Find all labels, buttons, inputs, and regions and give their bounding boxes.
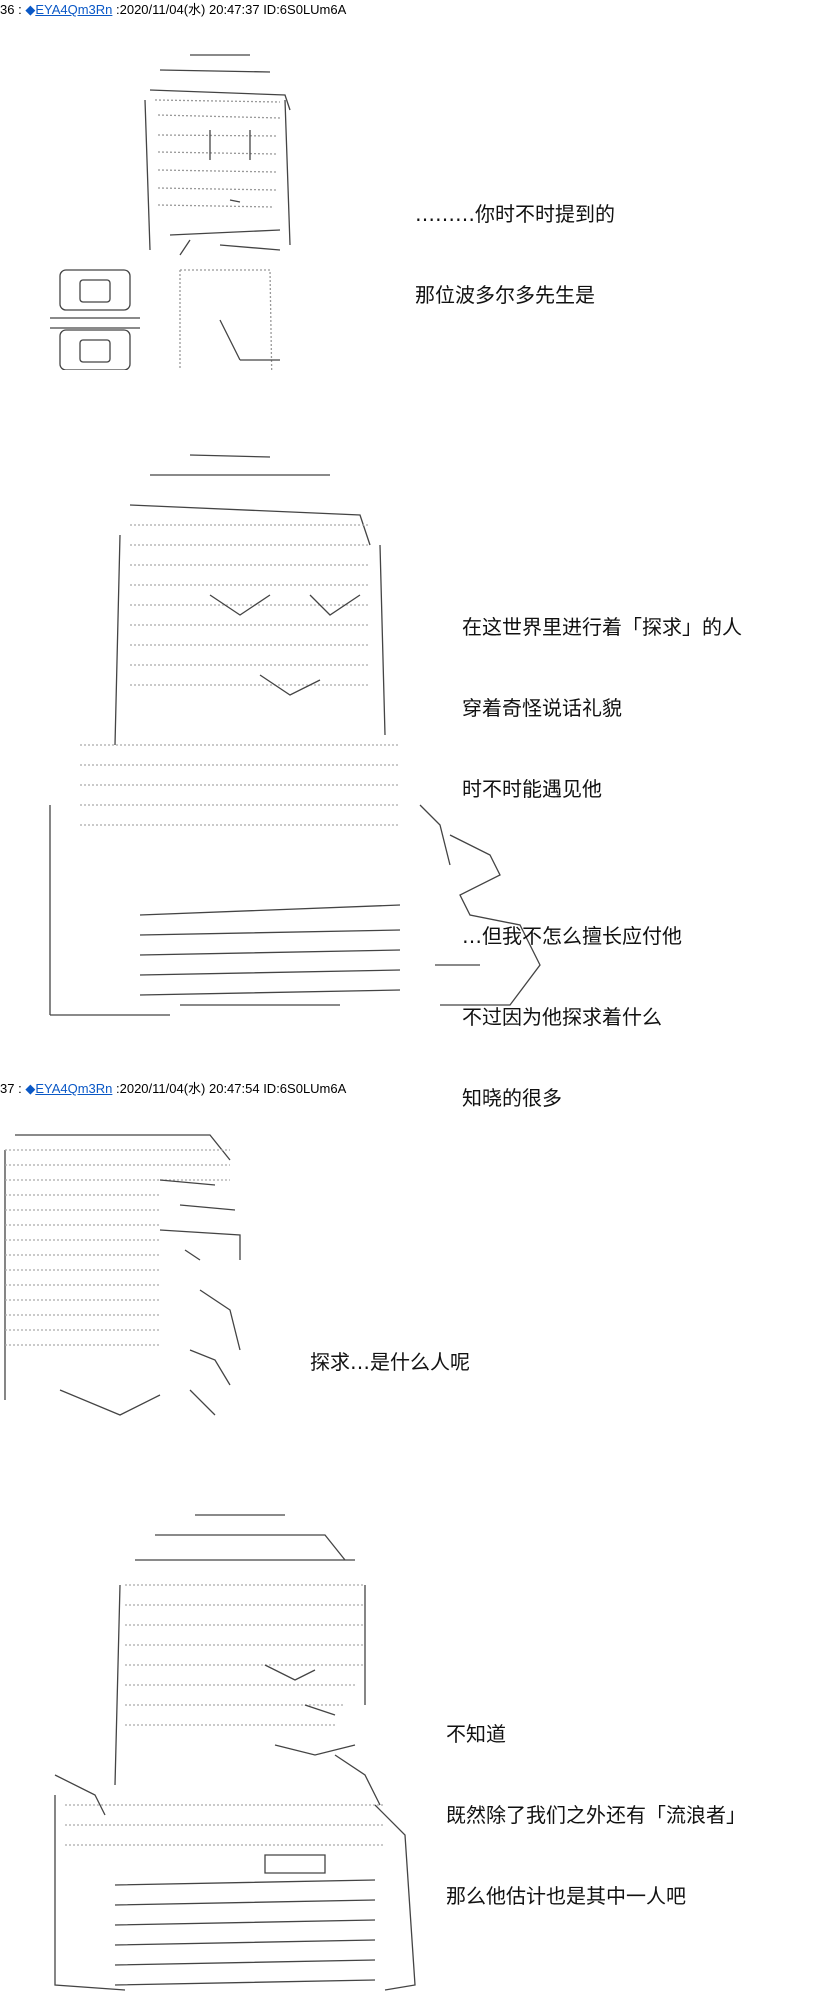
poster-name-link[interactable]: EYA4Qm3Rn — [35, 1081, 113, 1096]
dialog-text-3: 探求…是什么人呢 — [310, 1295, 470, 1403]
post-header-37: 37 : ◆EYA4Qm3Rn :2020/11/04(水) 20:47:54 … — [0, 1079, 346, 1099]
dialog-text-1: ………你时不时提到的 那位波多尔多先生是 — [415, 147, 615, 336]
post-number: 36 — [0, 2, 15, 17]
post-meta: :2020/11/04(水) 20:47:54 ID:6S0LUm6A — [112, 1081, 347, 1096]
dialog-line: 时不时能遇见他 — [462, 777, 602, 801]
ascii-art-figure-3 — [4, 1134, 241, 1416]
dialog-line: …但我不怎么擅长应付他 — [462, 924, 682, 948]
ascii-art-figure-1 — [50, 54, 291, 370]
dialog-line: 知晓的很多 — [462, 1086, 562, 1110]
dialog-line: 在这世界里进行着「探求」的人 — [462, 615, 742, 639]
post-separator: : — [14, 1081, 26, 1096]
dialog-line: 穿着奇怪说话礼貌 — [462, 696, 622, 720]
dialog-text-4: 不知道 既然除了我们之外还有「流浪者」 那么他估计也是其中一人吧 — [446, 1667, 746, 1937]
dialog-line: ………你时不时提到的 — [415, 202, 615, 226]
post-separator: : — [14, 2, 26, 17]
post-header-36: 36 : ◆EYA4Qm3Rn :2020/11/04(水) 20:47:37 … — [0, 0, 346, 20]
dialog-text-2: 在这世界里进行着「探求」的人 穿着奇怪说话礼貌 时不时能遇见他 …但我不怎么擅长… — [462, 560, 742, 1139]
ascii-art-figure-2 — [49, 454, 541, 1016]
post-number: 37 — [0, 1081, 15, 1096]
dialog-line: 那位波多尔多先生是 — [415, 283, 595, 307]
poster-name-link[interactable]: EYA4Qm3Rn — [35, 2, 113, 17]
trip-marker: ◆ — [25, 1081, 36, 1096]
post-meta: :2020/11/04(水) 20:47:37 ID:6S0LUm6A — [112, 2, 347, 17]
dialog-line: 探求…是什么人呢 — [310, 1350, 470, 1374]
dialog-line: 既然除了我们之外还有「流浪者」 — [446, 1803, 746, 1827]
dialog-line: 不知道 — [446, 1722, 506, 1746]
ascii-art-figure-4 — [54, 1514, 416, 1991]
dialog-line: 不过因为他探求着什么 — [462, 1005, 662, 1029]
dialog-line: 那么他估计也是其中一人吧 — [446, 1884, 686, 1908]
trip-marker: ◆ — [25, 2, 36, 17]
